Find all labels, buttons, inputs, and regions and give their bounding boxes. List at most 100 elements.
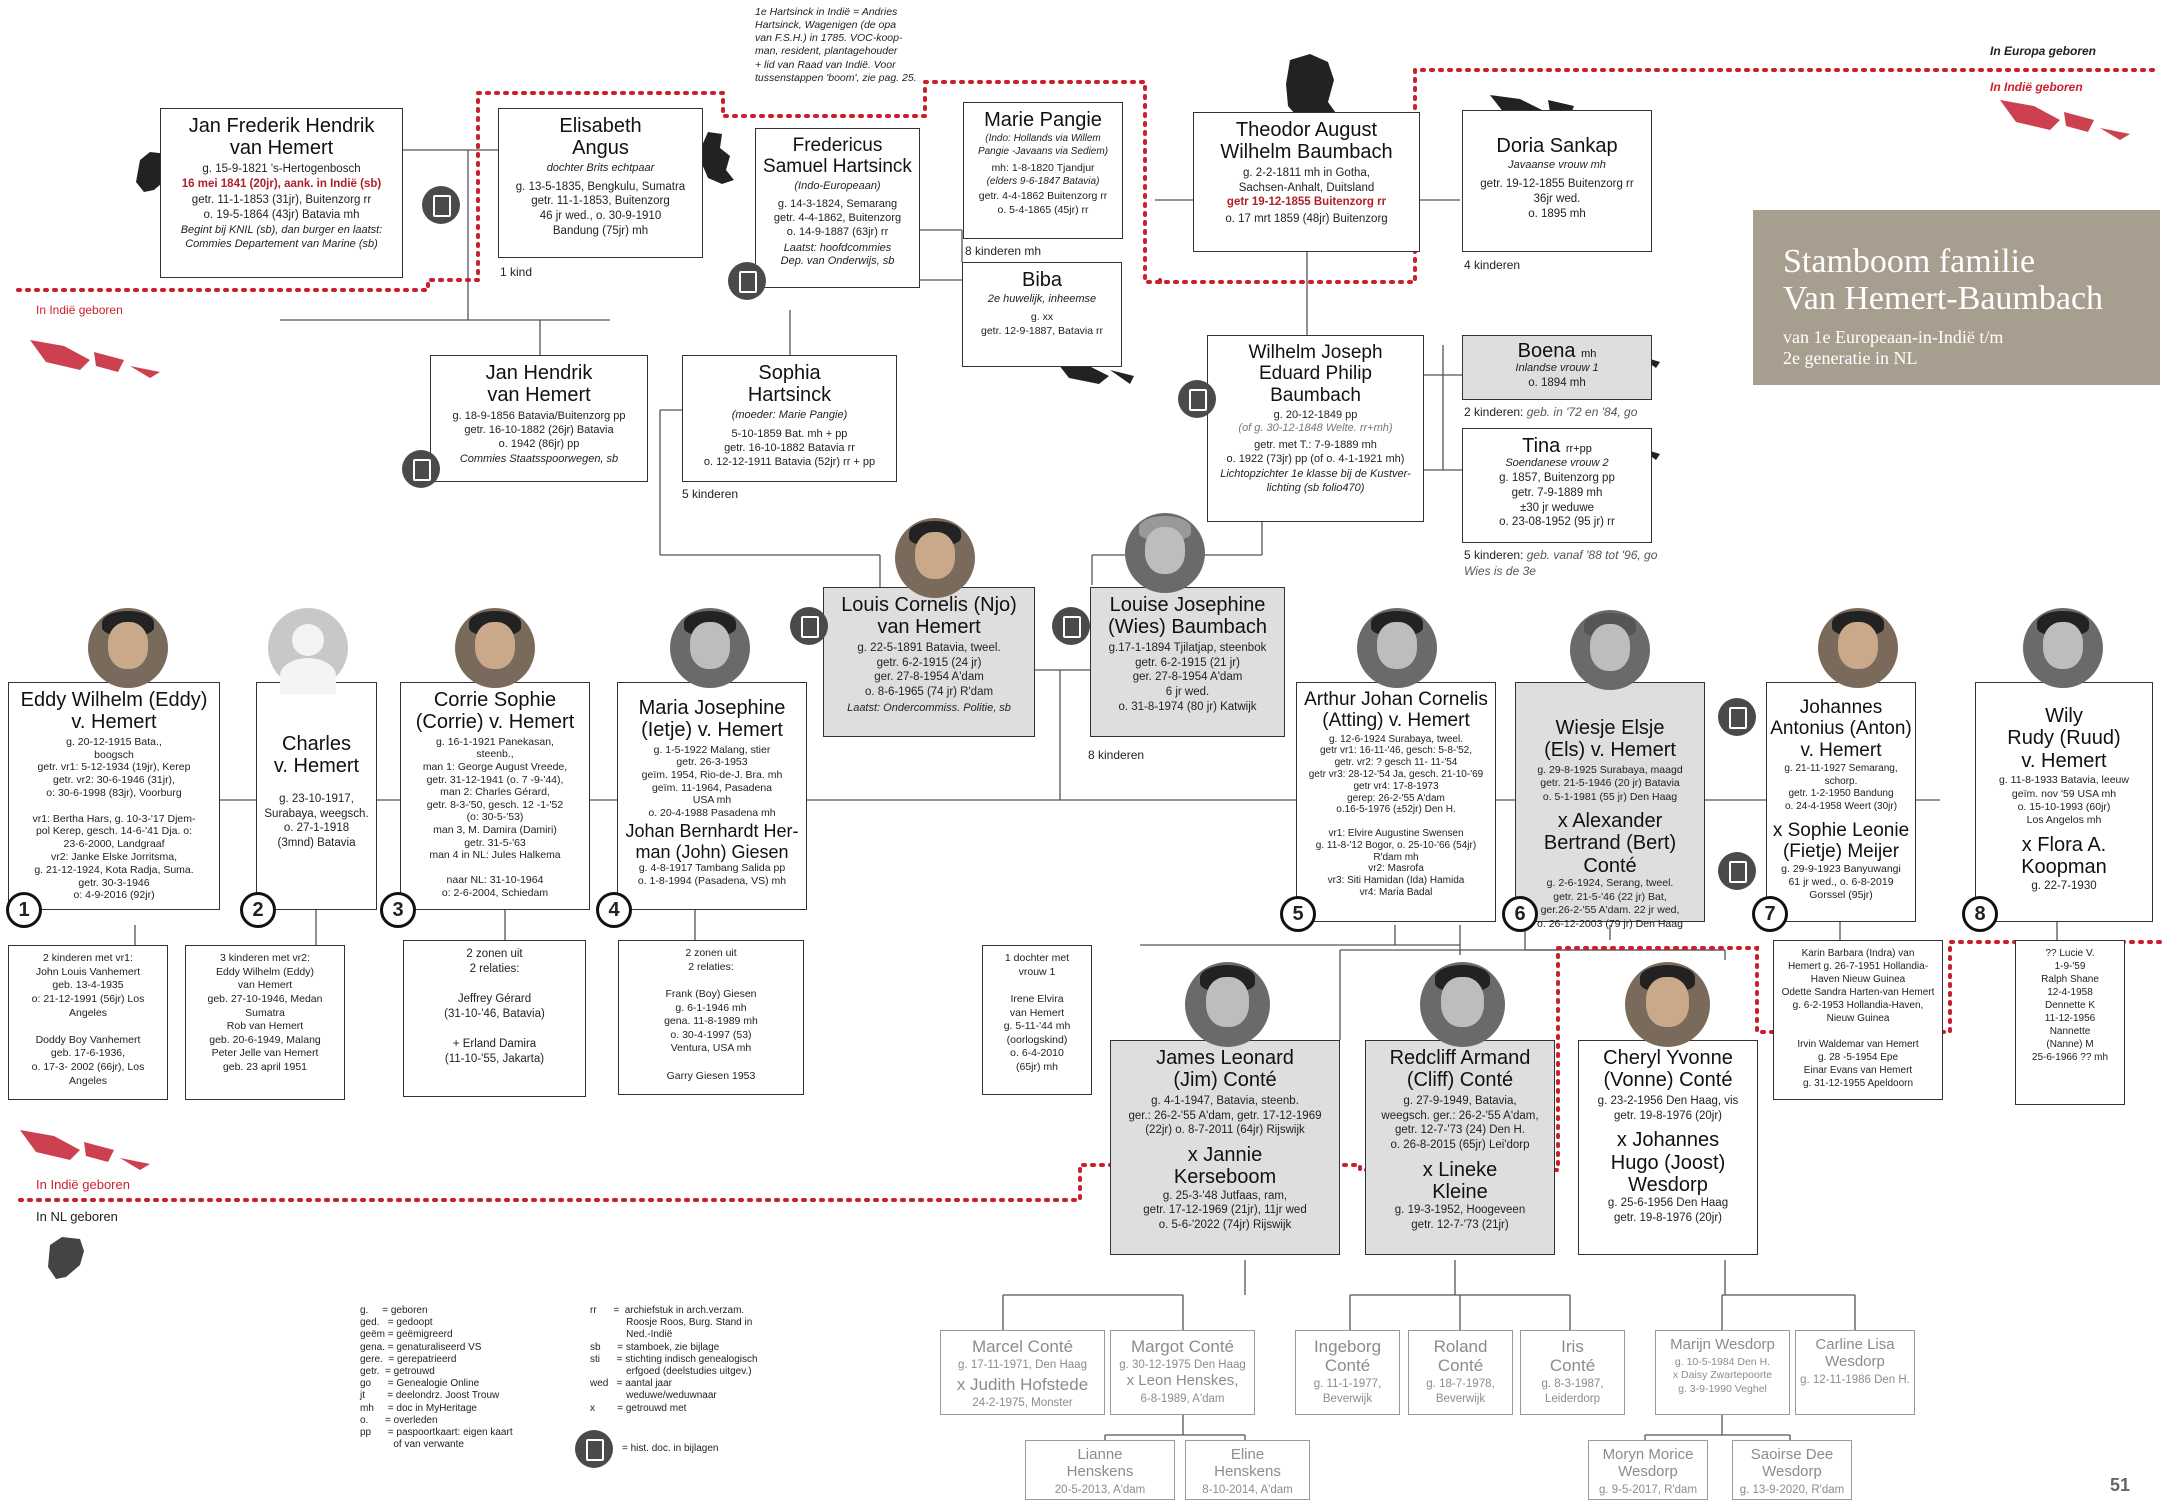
- zone-label-indie-top: In Indië geboren: [1990, 80, 2083, 94]
- person-margot: Margot Conté g. 30-12-1975 Den Haag x Le…: [1110, 1330, 1255, 1415]
- children-count: 5 kinderen: [682, 487, 739, 501]
- person-moryn: Moryn Morice Wesdorp g. 9-5-2017, R'dam: [1588, 1440, 1708, 1500]
- person-lianne: Lianne Henskens 20-5-2013, A'dam: [1025, 1440, 1175, 1500]
- child-number-7: 7: [1752, 896, 1788, 932]
- person-iris: Iris Conté g. 8-3-1987, Leiderdorp: [1520, 1330, 1625, 1415]
- person-doria: Doria Sankap Javaanse vrouw mh getr. 19-…: [1462, 110, 1652, 252]
- children-box-charles: 3 kinderen met vr2: Eddy Wilhelm (Eddy) …: [185, 945, 345, 1100]
- child-number-2: 2: [240, 892, 276, 928]
- child-number-1: 1: [6, 892, 42, 928]
- person-saoirse: Saoirse Dee Wesdorp g. 13-9-2020, R'dam: [1732, 1440, 1852, 1500]
- person-marijn: Marijn Wesdorp g. 10-5-1984 Den H. x Dai…: [1655, 1330, 1790, 1415]
- portrait-photo: [88, 608, 168, 688]
- person-marie-pangie: Marie Pangie (Indo: Hollands via Willem …: [963, 102, 1123, 239]
- portrait-photo: [1420, 962, 1505, 1047]
- child-number-8: 8: [1962, 896, 1998, 932]
- document-icon[interactable]: [422, 186, 460, 224]
- children-count: 5 kinderen: geb. vanaf '88 tot '96, go W…: [1464, 548, 1658, 578]
- portrait-photo: [1125, 513, 1205, 593]
- portrait-photo: [2023, 608, 2103, 688]
- portrait-photo: [1818, 608, 1898, 688]
- document-icon[interactable]: [728, 262, 766, 300]
- child-number-3: 3: [380, 892, 416, 928]
- children-box-corrie: 2 zonen uit 2 relaties: Jeffrey Gérard (…: [403, 940, 586, 1097]
- children-box-johannes: Karin Barbara (Indra) van Hemert g. 26-7…: [1773, 940, 1943, 1100]
- indonesia-map-red-icon: [30, 340, 160, 378]
- person-marcel: Marcel Conté g. 17-11-1971, Den Haag x J…: [940, 1330, 1105, 1415]
- person-sophia: Sophia Hartsinck (moeder: Marie Pangie) …: [682, 355, 897, 482]
- child-number-5: 5: [1280, 896, 1316, 932]
- portrait-photo: [1185, 962, 1270, 1047]
- person-eddy: Eddy Wilhelm (Eddy) v. Hemert g. 20-12-1…: [8, 682, 220, 910]
- child-number-4: 4: [596, 892, 632, 928]
- person-jan-hendrik: Jan Hendrik van Hemert g. 18-9-1856 Bata…: [430, 355, 648, 482]
- portrait-placeholder: [268, 608, 348, 694]
- person-johannes: Johannes Antonius (Anton) v. Hemert g. 2…: [1766, 682, 1916, 922]
- person-wiesje: Wiesje Elsje (Els) v. Hemert g. 29-8-192…: [1515, 682, 1705, 930]
- person-james: James Leonard (Jim) Conté g. 4-1-1947, B…: [1110, 1040, 1340, 1255]
- person-louise: Louise Josephine (Wies) Baumbach g.17-1-…: [1090, 587, 1285, 737]
- person-corrie: Corrie Sophie (Corrie) v. Hemert g. 16-1…: [400, 682, 590, 910]
- children-box-eddy: 2 kinderen met vr1: John Louis Vanhemert…: [8, 945, 168, 1100]
- person-tina: Tina rr+pp Soendanese vrouw 2 g. 1857, B…: [1462, 428, 1652, 543]
- person-wilhelm: Wilhelm Joseph Eduard Philip Baumbach g.…: [1207, 335, 1424, 522]
- germany-map-icon: [1286, 54, 1338, 126]
- indonesia-map-icon: [1490, 95, 1604, 126]
- person-jan-frederik: Jan Frederik Hendrik van Hemert g. 15-9-…: [160, 108, 403, 278]
- person-biba: Biba 2e huwelijk, inheemse g. xx getr. 1…: [962, 262, 1122, 367]
- children-box-maria: 2 zonen uit 2 relaties: Frank (Boy) Gies…: [618, 940, 804, 1095]
- person-eline: Eline Henskens 8-10-2014, A'dam: [1185, 1440, 1310, 1500]
- portrait-photo: [455, 608, 535, 688]
- zone-label-indie-bottom: In Indië geboren: [36, 1177, 130, 1192]
- person-boena: Boena mh Inlandse vrouw 1 o. 1894 mh: [1462, 335, 1652, 400]
- children-count: 2 kinderen: geb. in '72 en '84, go: [1464, 405, 1638, 419]
- indonesia-map-red-icon: [20, 1130, 150, 1170]
- person-elisabeth: Elisabeth Angus dochter Brits echtpaar g…: [498, 108, 703, 258]
- person-charles: Charles v. Hemert g. 23-10-1917, Surabay…: [256, 682, 377, 910]
- person-roland: Roland Conté g. 18-7-1978, Beverwijk: [1408, 1330, 1513, 1415]
- child-number-6: 6: [1502, 896, 1538, 932]
- document-icon[interactable]: [1718, 698, 1756, 736]
- document-icon[interactable]: [575, 1430, 613, 1468]
- children-count: 8 kinderen: [1088, 748, 1145, 762]
- legend-abbreviations-1: g. = geboren ged. = gedoopt geëm = geëmi…: [360, 1305, 513, 1451]
- person-carline: Carline Lisa Wesdorp g. 12-11-1986 Den H…: [1795, 1330, 1915, 1415]
- children-count: 8 kinderen mh: [965, 244, 1042, 258]
- person-theodor: Theodor August Wilhelm Baumbach g. 2-2-1…: [1193, 112, 1420, 252]
- document-icon[interactable]: [1178, 380, 1216, 418]
- page-title: Stamboom familie Van Hemert-Baumbach: [1783, 243, 2104, 317]
- indonesia-map-red-icon: [2000, 100, 2130, 140]
- hartsinck-note: 1e Hartsinck in Indië = Andries Hartsinc…: [755, 6, 917, 84]
- netherlands-map-icon: [48, 1237, 84, 1279]
- person-arthur: Arthur Johan Cornelis (Atting) v. Hemert…: [1296, 682, 1496, 922]
- children-count: 1 kind: [500, 265, 533, 279]
- britain-map-icon: [700, 132, 734, 184]
- title-block: Stamboom familie Van Hemert-Baumbach van…: [1753, 210, 2160, 385]
- portrait-photo: [895, 518, 975, 598]
- zone-label-indie-left: In Indië geboren: [36, 303, 123, 317]
- zone-label-europe: In Europa geboren: [1990, 44, 2097, 58]
- portrait-photo: [1570, 610, 1650, 690]
- person-ingeborg: Ingeborg Conté g. 11-1-1977, Beverwijk: [1295, 1330, 1400, 1415]
- document-icon[interactable]: [790, 607, 828, 645]
- portrait-photo: [670, 608, 750, 688]
- portrait-photo: [1625, 962, 1710, 1047]
- page-number: 51: [2110, 1475, 2131, 1495]
- person-maria: Maria Josephine (Ietje) v. Hemert g. 1-5…: [617, 682, 807, 910]
- document-icon[interactable]: [402, 450, 440, 488]
- person-cheryl: Cheryl Yvonne (Vonne) Conté g. 23-2-1956…: [1578, 1040, 1758, 1255]
- legend-document-note: = hist. doc. in bijlagen: [622, 1443, 719, 1454]
- person-fredericus: Fredericus Samuel Hartsinck (Indo-Europe…: [755, 128, 920, 288]
- zone-label-nl: In NL geboren: [36, 1209, 118, 1224]
- person-redcliff: Redcliff Armand (Cliff) Conté g. 27-9-19…: [1365, 1040, 1555, 1255]
- children-box-wily: ?? Lucie V. 1-9-'59 Ralph Shane 12-4-195…: [2015, 940, 2125, 1105]
- birthplace-boundaries: [16, 68, 2162, 1202]
- page-subtitle: van 1e Europeaan-in-Indië t/m 2e generat…: [1783, 327, 2004, 369]
- children-box-arthur: 1 dochter met vrouw 1 Irene Elvira van H…: [982, 945, 1092, 1095]
- person-wily: Wily Rudy (Ruud) v. Hemert g. 11-8-1933 …: [1975, 682, 2153, 922]
- document-icon[interactable]: [1718, 852, 1756, 890]
- children-count: 4 kinderen: [1464, 258, 1521, 272]
- portrait-photo: [1357, 608, 1437, 688]
- person-louis: Louis Cornelis (Njo) van Hemert g. 22-5-…: [823, 587, 1035, 737]
- document-icon[interactable]: [1052, 607, 1090, 645]
